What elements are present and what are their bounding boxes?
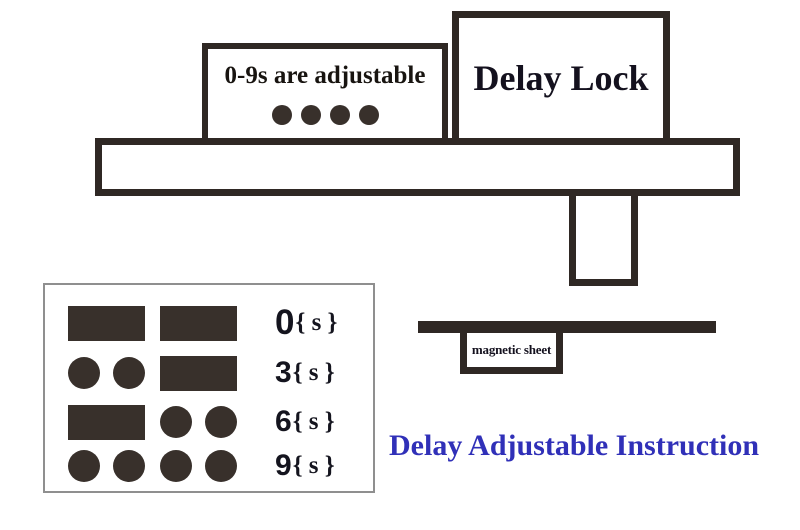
adjust-dot-icon [271,105,292,125]
shape-slot [68,404,145,440]
dot-shape [113,450,145,482]
delay-lock-box: Delay Lock [452,11,670,145]
shape-slot [160,305,237,341]
adjust-dot-icon [300,105,321,125]
dot-shape [160,450,192,482]
lock-body-bar [95,138,740,196]
magnetic-sheet-box: magnetic sheet [460,326,563,374]
delay-setting-row: 3{ s } [45,355,373,391]
adjustable-range-box: 0-9s are adjustable [202,43,448,145]
shape-slot [160,448,237,484]
delay-seconds-digit: 6 [275,405,292,438]
delay-settings-panel: 0{ s }3{ s }6{ s }9{ s } [43,283,375,493]
delay-seconds-suffix: { s } [292,359,335,386]
delay-row-label: 0{ s } [275,305,337,341]
delay-setting-row: 0{ s } [45,305,373,341]
dot-shape [205,450,237,482]
shape-slot [160,404,237,440]
delay-seconds-digit: 3 [275,356,292,389]
magnetic-sheet-label: magnetic sheet [471,342,552,357]
delay-row-label: 3{ s } [275,355,335,391]
shape-slot [68,448,145,484]
delay-setting-row: 9{ s } [45,448,373,484]
dot-shape [113,357,145,389]
dot-shape [160,406,192,438]
dot-shape [68,357,100,389]
magnetic-sheet-bar [418,321,716,333]
delay-seconds-suffix: { s } [292,452,335,479]
delay-row-label: 9{ s } [275,448,335,484]
dot-shape [68,450,100,482]
delay-row-label: 6{ s } [275,404,335,440]
adjust-dot-icon [329,105,350,125]
delay-seconds-suffix: { s } [295,309,338,336]
bar-shape [160,305,237,341]
adjustable-dots-row [208,105,442,125]
shape-slot [160,355,237,391]
shape-slot [68,305,145,341]
bar-shape [68,404,145,440]
delay-seconds-suffix: { s } [292,408,335,435]
delay-seconds-digit: 9 [275,449,292,482]
page-title: Delay Adjustable Instruction [389,429,760,462]
shape-slot [68,355,145,391]
bar-shape [160,355,237,391]
delay-setting-row: 6{ s } [45,404,373,440]
delay-seconds-digit: 0 [275,303,295,342]
delay-lock-label: Delay Lock [473,58,649,98]
bar-shape [68,305,145,341]
dot-shape [205,406,237,438]
adjustable-range-label: 0-9s are adjustable [224,62,426,89]
lock-latch-box [569,189,638,286]
adjust-dot-icon [358,105,379,125]
